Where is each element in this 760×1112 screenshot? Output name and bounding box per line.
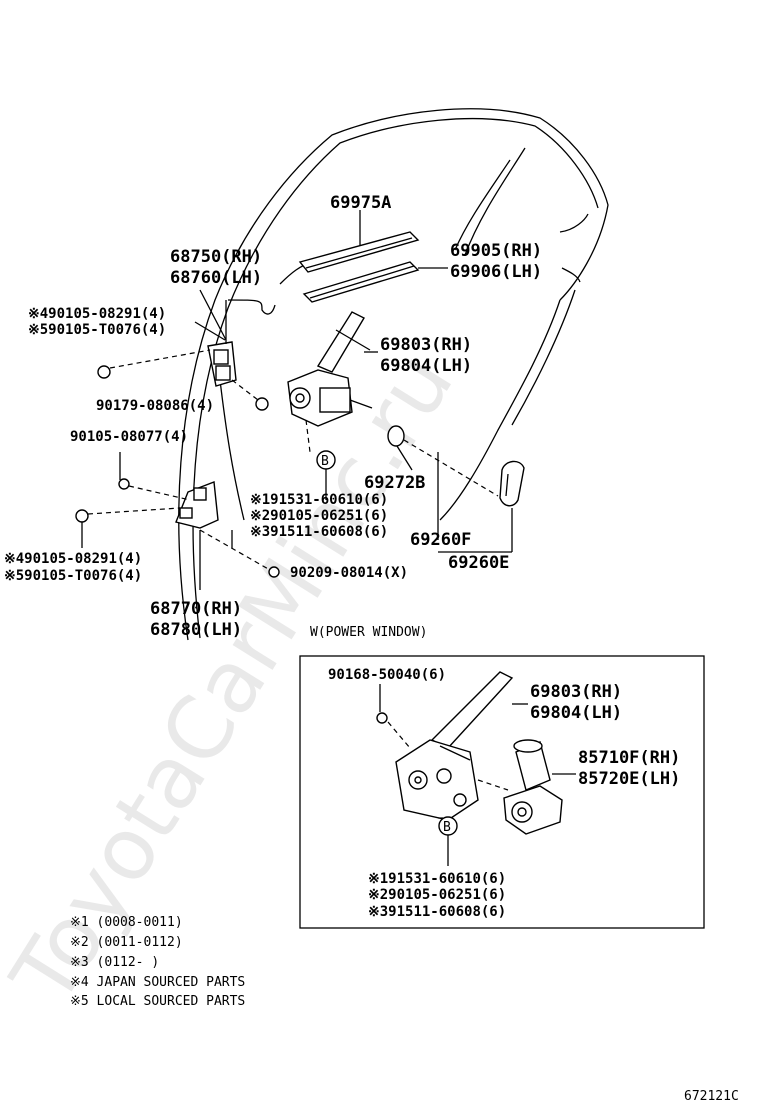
door-hinge-lower [175,481,219,529]
label-191531: ※191531-60610(6) [250,492,388,508]
legend-item-3: ※3 (0112- ) [70,955,159,970]
label-490105-bot: ※490105-08291(4) [4,551,142,567]
dashed-leader [109,349,211,369]
label-85720e: 85720E(LH) [578,769,680,789]
label-490105-top: ※490105-08291(4) [28,306,166,322]
dashed-leader [477,779,509,791]
label-90105-08077: 90105-08077(4) [70,429,188,445]
label-69804: 69804(LH) [380,356,472,376]
label-68780: 68780(LH) [150,620,242,640]
label-69260e: 69260E [448,553,509,573]
label-pw-69804: 69804(LH) [530,703,622,723]
legend-item-4: ※4 JAPAN SOURCED PARTS [70,975,245,990]
diagram-code: 672121C [684,1089,739,1104]
window-handle-69260e [499,460,525,507]
nut-icon [255,397,269,411]
power-window-title: W(POWER WINDOW) [310,625,427,640]
label-69272b: 69272B [364,473,425,493]
dashed-leader [305,419,311,453]
label-90179: 90179-08086(4) [96,398,214,414]
bolt-icon [118,478,130,490]
label-69905: 69905(RH) [450,241,542,261]
label-90209: 90209-08014(X) [290,565,408,581]
grommet-69272b [387,425,405,447]
bolt-icon [376,712,388,724]
label-pw-191531: ※191531-60610(6) [368,871,506,887]
power-window-regulator [395,671,514,821]
dashed-leader [403,439,499,497]
label-69975a: 69975A [330,193,391,213]
power-window-box [299,655,705,929]
dashed-leader [87,507,181,515]
bolt-icon [97,365,111,379]
bolt-icon [75,509,89,523]
label-391511: ※391511-60608(6) [250,524,388,540]
label-68750: 68750(RH) [170,247,262,267]
label-pw-69803: 69803(RH) [530,682,622,702]
bolt-icon [268,566,280,578]
label-590105-top: ※590105-T0076(4) [28,322,166,338]
leader-490105-top [194,321,226,341]
window-regulator [287,311,378,427]
label-pw-391511: ※391511-60608(6) [368,904,506,920]
label-69803: 69803(RH) [380,335,472,355]
label-69260f: 69260F [410,530,471,550]
dashed-leader [199,529,271,571]
label-590105-bot: ※590105-T0076(4) [4,568,142,584]
label-290105: ※290105-06251(6) [250,508,388,524]
dashed-leader [231,379,259,401]
dashed-leader [128,485,191,501]
label-69906: 69906(LH) [450,262,542,282]
circle-b-label: B [321,454,329,469]
pw-circle-b-label: B [443,820,451,835]
door-hinge-upper [199,289,237,387]
label-68770: 68770(RH) [150,599,242,619]
legend-item-5: ※5 LOCAL SOURCED PARTS [70,994,245,1009]
label-85710f: 85710F(RH) [578,748,680,768]
glass-run-channel-69975a [298,231,420,303]
legend-item-2: ※2 (0011-0112) [70,935,183,950]
label-pw-290105: ※290105-06251(6) [368,887,506,903]
label-90168: 90168-50040(6) [328,667,446,683]
dashed-leader [387,721,411,749]
leader-69272b [396,445,413,471]
label-68760: 68760(LH) [170,268,262,288]
window-motor-85710f [503,739,563,835]
legend-item-1: ※1 (0008-0011) [70,915,183,930]
